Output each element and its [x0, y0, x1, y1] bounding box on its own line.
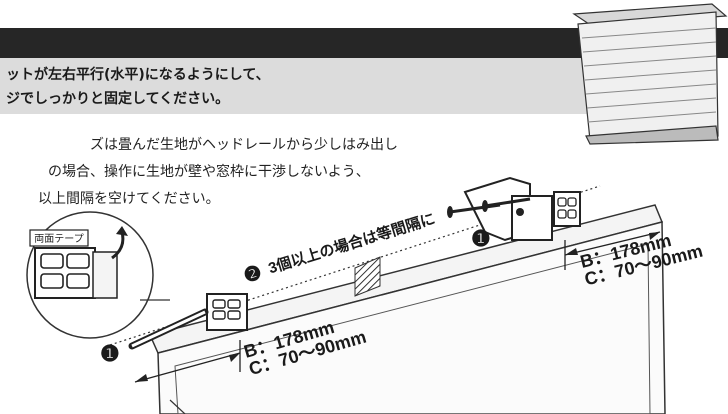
instruction-banner: ットが左右平行(水平)になるようにして、 ジでしっかりと固定してください。 — [0, 58, 625, 114]
left-bracket — [206, 293, 248, 331]
instruction-line-2: ジでしっかりと固定してください。 — [6, 91, 230, 107]
screw-icon — [447, 197, 531, 218]
window-frame — [148, 204, 666, 414]
right-bracket — [463, 176, 581, 242]
blind-illustration — [572, 3, 728, 145]
note-line-3: 以上間隔を空けてください。 — [38, 191, 220, 207]
step-marker: ❷ — [241, 261, 265, 287]
placement-mark — [354, 256, 381, 297]
pencil-icon — [128, 308, 209, 350]
tape-label: 両面テープ — [34, 233, 83, 245]
screw-marker-right: ❶ — [471, 226, 491, 251]
tape-zoom-callout: 両面テープ — [26, 211, 170, 339]
dimension-arrow-right — [564, 231, 661, 270]
dimension-arrow-left — [134, 340, 241, 383]
note-line-2: の場合、操作に生地が壁や窓枠に干渉しないよう、 — [48, 164, 370, 180]
screw-marker-left: ❶ — [100, 341, 120, 366]
note-line-1: ズは畳んだ生地がヘッドレールから少しはみ出し — [90, 137, 398, 153]
instruction-line-1: ットが左右平行(水平)になるようにして、 — [6, 67, 270, 83]
